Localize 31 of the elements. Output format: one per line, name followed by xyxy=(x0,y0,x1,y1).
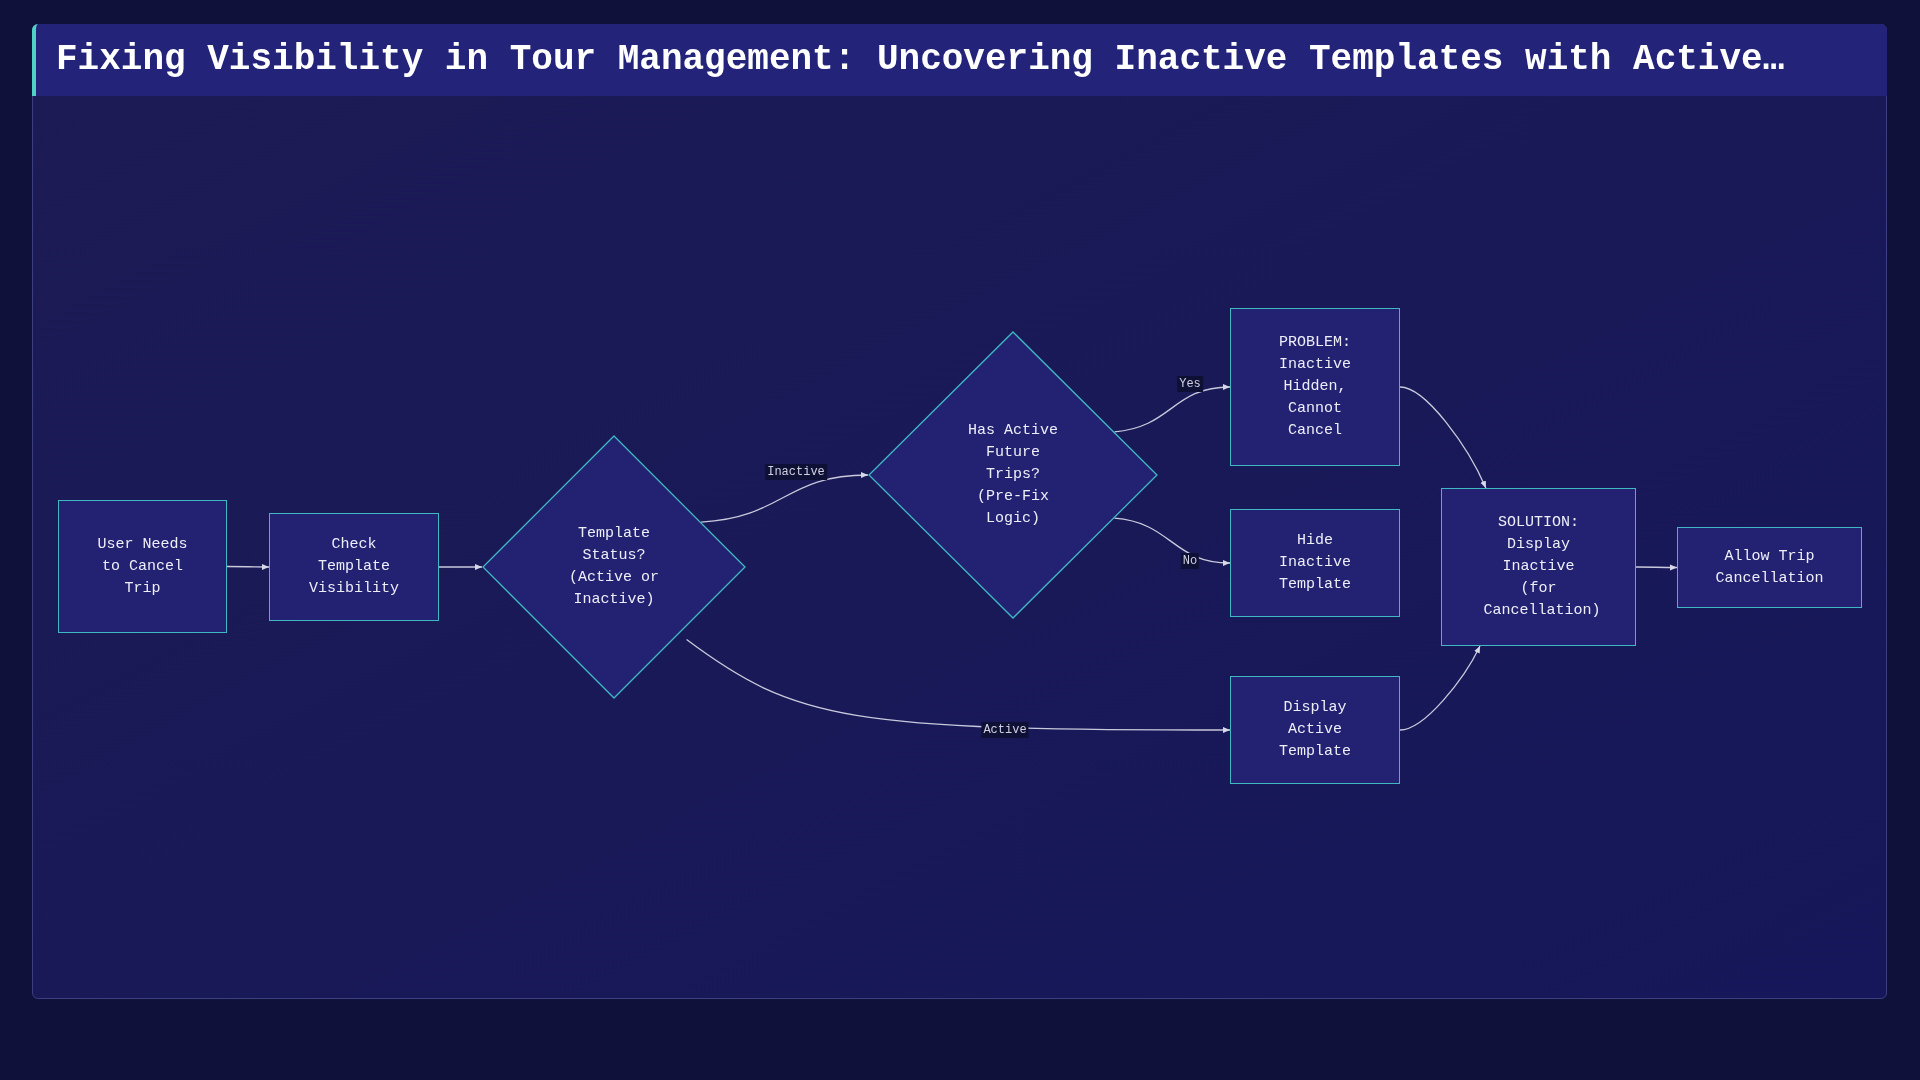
node-text: Display Active Template xyxy=(1278,698,1352,762)
edge-label: Active xyxy=(981,722,1029,738)
arrow xyxy=(700,472,869,523)
edge-label: No xyxy=(1180,553,1200,569)
process-box xyxy=(1677,527,1862,608)
arrow xyxy=(1113,384,1231,433)
node-text: Allow Trip Cancellation xyxy=(1714,546,1825,589)
process-box xyxy=(58,500,227,633)
title: Fixing Visibility in Tour Management: Uncovering Inactive Templates with Active… xyxy=(56,38,1785,82)
node-text: Template Status? (Active or Inactive) xyxy=(568,524,660,610)
arrow xyxy=(1399,386,1487,489)
process-box xyxy=(1230,509,1400,617)
arrow xyxy=(685,638,1231,733)
node-text: Has Active Future Trips? (Pre-Fix Logic) xyxy=(967,421,1059,529)
node-text: PROBLEM: Inactive Hidden, Cannot Cancel xyxy=(1278,333,1352,441)
process-box xyxy=(1441,488,1636,646)
edge-label: Inactive xyxy=(765,464,827,480)
arrow xyxy=(226,564,270,570)
arrow xyxy=(438,564,483,570)
arrow xyxy=(1635,564,1678,571)
edge-label: Yes xyxy=(1177,376,1203,392)
arrow xyxy=(1399,645,1481,731)
decision-diamond xyxy=(482,435,746,699)
node-text: Hide Inactive Template xyxy=(1278,531,1352,595)
decision-diamond xyxy=(868,331,1158,619)
node-text: Check Template Visibility xyxy=(308,535,400,599)
node-text: User Needs to Cancel Trip xyxy=(96,534,189,599)
process-box xyxy=(1230,676,1400,784)
arrow xyxy=(1113,517,1231,566)
process-box xyxy=(269,513,439,621)
process-box xyxy=(1230,308,1400,466)
